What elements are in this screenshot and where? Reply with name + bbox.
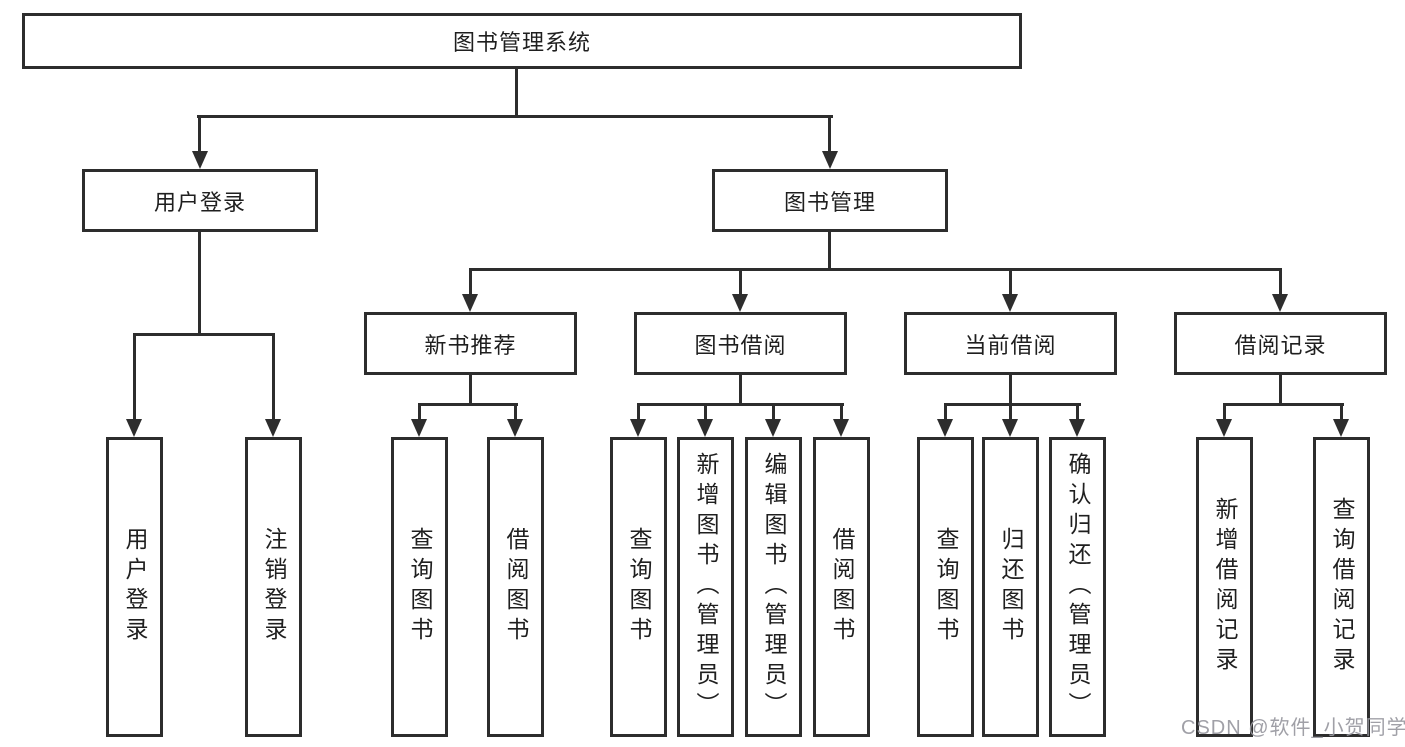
- connector-current-shaft-1: [944, 403, 947, 421]
- leaf-user-login: 用户登录: [106, 437, 163, 737]
- connector-mgmt-shaft-2: [739, 268, 742, 296]
- connector-borrow-shaft-3: [772, 403, 775, 421]
- arrowhead-down-icon: [1216, 419, 1232, 437]
- connector-mgmt-shaft-3: [1009, 268, 1012, 296]
- connector-records-shaft-1: [1223, 403, 1226, 421]
- node-book-management-label: 图书管理: [783, 189, 876, 215]
- connector-mgmt-shaft-4: [1279, 268, 1282, 296]
- leaf-confirm-return-admin-label: 确认归还（管理员）: [1065, 452, 1091, 722]
- leaf-add-borrow-record-label: 新增借阅记录: [1212, 497, 1238, 677]
- node-current-borrow: 当前借阅: [904, 312, 1117, 375]
- leaf-add-book-admin: 新增图书（管理员）: [677, 437, 734, 737]
- leaf-add-book-admin-label: 新增图书（管理员）: [693, 452, 719, 722]
- leaf-borrow-query-book-label: 查询图书: [626, 527, 652, 647]
- node-new-book-recommend: 新书推荐: [364, 312, 577, 375]
- leaf-logout-label: 注销登录: [261, 527, 287, 647]
- leaf-borrow-query-book: 查询图书: [610, 437, 667, 737]
- leaf-borrow-book-label: 借阅图书: [829, 527, 855, 647]
- arrowhead-down-icon: [765, 419, 781, 437]
- node-book-borrow-label: 图书借阅: [694, 332, 787, 358]
- leaf-query-borrow-record: 查询借阅记录: [1313, 437, 1370, 737]
- connector-root-shaft-right: [828, 115, 831, 153]
- arrowhead-down-icon: [1272, 294, 1288, 312]
- connector-current-vline: [1009, 374, 1012, 406]
- leaf-current-query-book: 查询图书: [917, 437, 974, 737]
- arrowhead-down-icon: [265, 419, 281, 437]
- node-new-book-recommend-label: 新书推荐: [424, 332, 517, 358]
- leaf-confirm-return-admin: 确认归还（管理员）: [1049, 437, 1106, 737]
- leaf-user-login-label: 用户登录: [122, 527, 148, 647]
- connector-root-hline: [197, 115, 833, 118]
- connector-borrow-shaft-1: [637, 403, 640, 421]
- leaf-recommend-query-book: 查询图书: [391, 437, 448, 737]
- connector-recommend-shaft-1: [418, 403, 421, 421]
- connector-borrow-shaft-4: [840, 403, 843, 421]
- leaf-edit-book-admin: 编辑图书（管理员）: [745, 437, 802, 737]
- arrowhead-down-icon: [507, 419, 523, 437]
- leaf-return-book-label: 归还图书: [998, 527, 1024, 647]
- connector-borrow-hline: [637, 403, 844, 406]
- arrowhead-down-icon: [833, 419, 849, 437]
- arrowhead-down-icon: [630, 419, 646, 437]
- connector-borrow-vline: [739, 374, 742, 406]
- connector-recommend-hline: [418, 403, 518, 406]
- arrowhead-down-icon: [192, 151, 208, 169]
- connector-root-vline: [515, 69, 518, 116]
- connector-current-shaft-2: [1009, 403, 1012, 421]
- node-borrow-records-label: 借阅记录: [1234, 332, 1327, 358]
- leaf-add-borrow-record: 新增借阅记录: [1196, 437, 1253, 737]
- connector-root-shaft-left: [198, 115, 201, 153]
- connector-current-shaft-3: [1076, 403, 1079, 421]
- connector-records-vline: [1279, 374, 1282, 406]
- leaf-recommend-borrow-book-label: 借阅图书: [503, 527, 529, 647]
- connector-recommend-vline: [469, 374, 472, 406]
- node-user-login-label: 用户登录: [153, 189, 246, 215]
- arrowhead-down-icon: [822, 151, 838, 169]
- node-borrow-records: 借阅记录: [1174, 312, 1387, 375]
- node-root: 图书管理系统: [22, 13, 1022, 69]
- connector-mgmt-hline: [469, 268, 1282, 271]
- arrowhead-down-icon: [1333, 419, 1349, 437]
- arrowhead-down-icon: [697, 419, 713, 437]
- node-book-borrow: 图书借阅: [634, 312, 847, 375]
- connector-current-hline: [944, 403, 1081, 406]
- connector-user-shaft-2: [272, 333, 275, 420]
- arrowhead-down-icon: [126, 419, 142, 437]
- arrowhead-down-icon: [732, 294, 748, 312]
- csdn-watermark: CSDN @软件_小贺同学: [1181, 717, 1405, 739]
- arrowhead-down-icon: [1069, 419, 1085, 437]
- leaf-edit-book-admin-label: 编辑图书（管理员）: [761, 452, 787, 722]
- leaf-query-borrow-record-label: 查询借阅记录: [1329, 497, 1355, 677]
- arrowhead-down-icon: [411, 419, 427, 437]
- arrowhead-down-icon: [937, 419, 953, 437]
- connector-user-shaft-1: [133, 333, 136, 420]
- connector-mgmt-vline: [828, 231, 831, 271]
- node-book-management: 图书管理: [712, 169, 948, 232]
- connector-user-vline: [198, 231, 201, 336]
- connector-borrow-shaft-2: [704, 403, 707, 421]
- arrowhead-down-icon: [1002, 294, 1018, 312]
- connector-records-shaft-2: [1340, 403, 1343, 421]
- connector-mgmt-shaft-1: [469, 268, 472, 296]
- connector-user-hline: [133, 333, 275, 336]
- connector-recommend-shaft-2: [514, 403, 517, 421]
- leaf-recommend-query-book-label: 查询图书: [407, 527, 433, 647]
- node-user-login: 用户登录: [82, 169, 318, 232]
- arrowhead-down-icon: [462, 294, 478, 312]
- arrowhead-down-icon: [1002, 419, 1018, 437]
- node-current-borrow-label: 当前借阅: [964, 332, 1057, 358]
- leaf-return-book: 归还图书: [982, 437, 1039, 737]
- leaf-logout: 注销登录: [245, 437, 302, 737]
- node-root-label: 图书管理系统: [452, 30, 591, 55]
- leaf-borrow-book: 借阅图书: [813, 437, 870, 737]
- leaf-current-query-book-label: 查询图书: [933, 527, 959, 647]
- leaf-recommend-borrow-book: 借阅图书: [487, 437, 544, 737]
- connector-records-hline: [1223, 403, 1344, 406]
